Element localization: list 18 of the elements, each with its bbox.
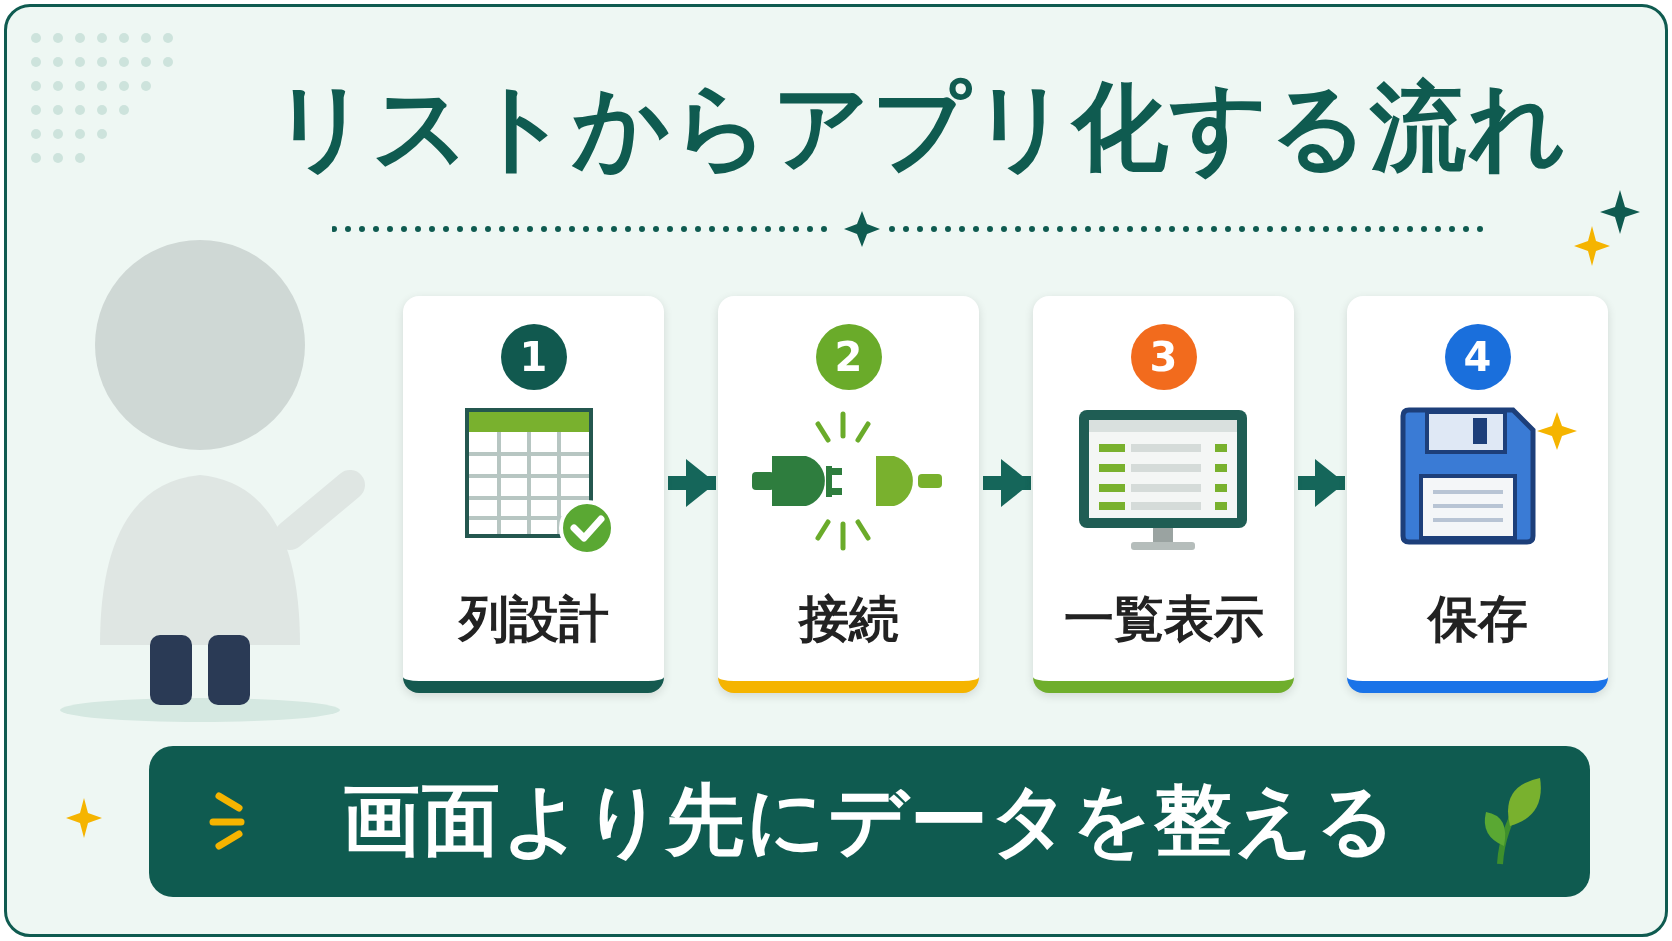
step-label: 一覧表示	[1062, 589, 1265, 650]
step-card	[1347, 296, 1608, 693]
arrow	[983, 459, 1031, 507]
step-number: 4	[1444, 324, 1511, 390]
step-card	[718, 296, 979, 693]
arrow	[668, 459, 716, 507]
step-number: 1	[500, 324, 567, 390]
banner	[149, 746, 1590, 897]
step-number: 2	[815, 324, 882, 390]
arrow	[1298, 459, 1345, 507]
step-label: 接続	[797, 589, 900, 650]
step-label: 列設計	[457, 589, 610, 650]
step-card	[403, 296, 664, 693]
banner-text: 画面より先にデータを整える	[341, 774, 1398, 867]
step-number: 3	[1130, 324, 1197, 390]
title: リストからアプリ化する流れ	[271, 70, 1569, 185]
step-card	[1033, 296, 1294, 693]
step-label: 保存	[1426, 589, 1529, 650]
